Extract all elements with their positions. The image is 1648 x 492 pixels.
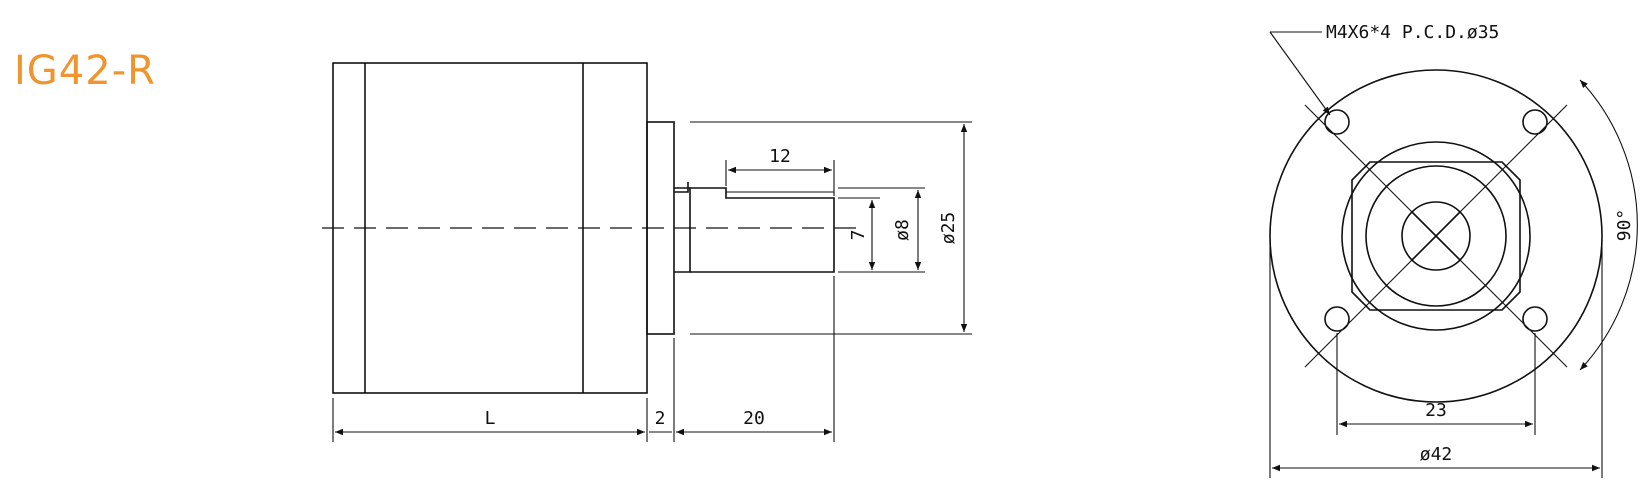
hole-note: M4X6*4 P.C.D.ø35	[1326, 22, 1499, 43]
dim-flange-label: 2	[655, 408, 666, 429]
mount-hole-top-right	[1522, 109, 1548, 135]
dim-angle-label: 90°	[1614, 209, 1635, 242]
mount-hole-bottom-right	[1522, 306, 1548, 332]
pilot-circle	[1341, 141, 1531, 331]
output-shaft	[690, 187, 835, 273]
dim-shaft-length-label: 20	[743, 408, 765, 429]
dim-pilot-dia-label: ø25	[938, 212, 959, 245]
mount-hole-top-left	[1324, 109, 1350, 135]
dim-hole-spacing-label: 23	[1425, 400, 1447, 421]
dim-length-label: L	[485, 408, 496, 429]
note-leader	[1269, 31, 1331, 116]
shaft-collar	[674, 187, 691, 273]
mount-hole-bottom-left	[1324, 306, 1350, 332]
dim-flat-label: 7	[848, 230, 869, 241]
dim-body-dia-label: ø42	[1420, 444, 1453, 465]
body-outline-circle	[1269, 69, 1603, 403]
dim-flat-length-label: 12	[769, 146, 791, 167]
side-view: L 2 20 12 7 ø8 ø25	[322, 62, 972, 442]
dim-shaft-dia-label: ø8	[892, 219, 913, 241]
front-view: M4X6*4 P.C.D.ø35 90° 23 ø42	[1269, 22, 1638, 478]
shaft-circle	[1401, 201, 1471, 271]
shaft-boss	[674, 182, 689, 193]
dim-arc-angle	[1579, 79, 1638, 371]
drawing-title: IG42-R	[14, 48, 156, 94]
inner-circle	[1365, 165, 1507, 307]
pilot-boss	[1351, 161, 1521, 311]
